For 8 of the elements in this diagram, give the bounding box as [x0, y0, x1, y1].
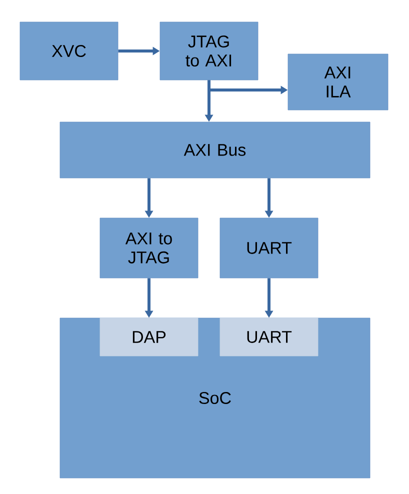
process-box: AXI to JTAG	[100, 218, 198, 278]
inner-box: UART	[220, 318, 318, 356]
process-box: XVC	[20, 22, 118, 80]
process-box: AXI Bus	[60, 122, 370, 178]
inner-box: DAP	[100, 318, 198, 356]
process-box: UART	[220, 218, 318, 278]
process-box: AXI ILA	[288, 54, 388, 110]
process-box: JTAG to AXI	[160, 22, 258, 80]
